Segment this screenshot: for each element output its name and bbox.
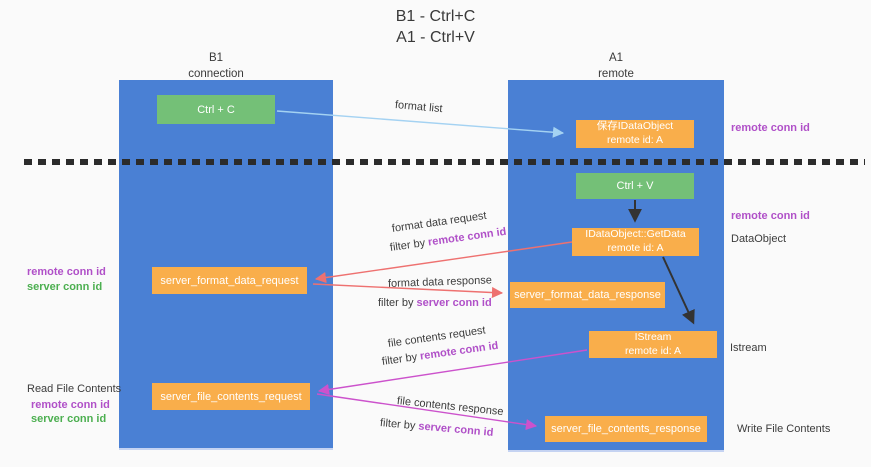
- box-idataobject-getdata-line1: IDataObject::GetData: [585, 228, 686, 241]
- box-idataobject-getdata-line2: remote id: A: [607, 242, 664, 254]
- box-server-format-data-response-label: server_format_data_response: [514, 289, 661, 301]
- filter-by-text: filter by: [379, 417, 419, 433]
- box-server-format-data-request: server_format_data_request: [152, 267, 307, 294]
- box-ctrl-v-label: Ctrl + V: [616, 180, 654, 192]
- right-istream-label: Istream: [730, 342, 767, 354]
- server-conn-id-key: server conn id: [417, 420, 494, 439]
- label-file-contents-response: file contents response: [396, 395, 505, 419]
- left-remote-conn-id-bottom: remote conn id: [31, 399, 110, 411]
- filter-by-text: filter by: [378, 297, 417, 309]
- title-line-a1: A1 - Ctrl+V: [396, 29, 475, 47]
- box-istream: IStream remote id: A: [589, 331, 717, 358]
- right-remote-conn-id-mid: remote conn id: [731, 210, 810, 222]
- label-filter-by-server-2: filter by server conn id: [379, 417, 493, 439]
- box-server-file-contents-request: server_file_contents_request: [152, 383, 310, 410]
- left-remote-conn-id-top: remote conn id: [27, 266, 106, 278]
- box-server-file-contents-response-label: server_file_contents_response: [551, 423, 701, 435]
- left-server-conn-id-top: server conn id: [27, 281, 103, 293]
- left-read-file-contents-label: Read File Contents: [27, 383, 122, 395]
- box-istream-line2: remote id: A: [624, 344, 682, 357]
- box-ctrl-c-label: Ctrl + C: [197, 103, 235, 116]
- separator-dashed-line: [24, 159, 865, 165]
- box-ctrl-v: Ctrl + V: [576, 173, 694, 199]
- right-remote-conn-id-top: remote conn id: [731, 122, 810, 134]
- left-server-conn-id-bottom: server conn id: [31, 413, 107, 425]
- right-column-role: remote: [598, 67, 634, 80]
- filter-by-text: filter by: [381, 350, 421, 368]
- title-line-b1: B1 - Ctrl+C: [395, 8, 476, 25]
- filter-by-text: filter by: [389, 236, 429, 254]
- box-server-format-data-request-label: server_format_data_request: [160, 274, 299, 287]
- box-save-idataobject-line1: 保存IDataObject: [596, 120, 674, 133]
- box-server-format-data-response: server_format_data_response: [510, 282, 665, 308]
- diagram-title: B1 - Ctrl+C A1 - Ctrl+V: [0, 6, 871, 48]
- box-save-idataobject-line2: remote id: A: [606, 134, 664, 146]
- box-ctrl-c: Ctrl + C: [157, 95, 275, 124]
- box-server-file-contents-response: server_file_contents_response: [545, 416, 707, 442]
- box-istream-line1: IStream: [634, 330, 672, 343]
- right-column-header: A1 remote: [556, 51, 676, 82]
- left-column-role: connection: [188, 67, 244, 80]
- box-save-idataobject: 保存IDataObject remote id: A: [576, 120, 694, 148]
- label-format-list: format list: [394, 99, 444, 116]
- label-format-data-response: format data response: [387, 274, 493, 290]
- right-column-name: A1: [608, 52, 624, 64]
- right-dataobject-label: DataObject: [731, 233, 787, 245]
- label-filter-by-server-1: filter by server conn id: [378, 297, 492, 309]
- remote-conn-id-key: remote conn id: [427, 225, 508, 249]
- left-column-header: B1 connection: [156, 51, 276, 82]
- left-column-name: B1: [208, 52, 224, 64]
- box-idataobject-getdata: IDataObject::GetData remote id: A: [572, 228, 699, 256]
- box-server-file-contents-request-label: server_file_contents_request: [160, 390, 302, 403]
- right-write-file-contents-label: Write File Contents: [737, 423, 831, 435]
- server-conn-id-key: server conn id: [416, 297, 492, 309]
